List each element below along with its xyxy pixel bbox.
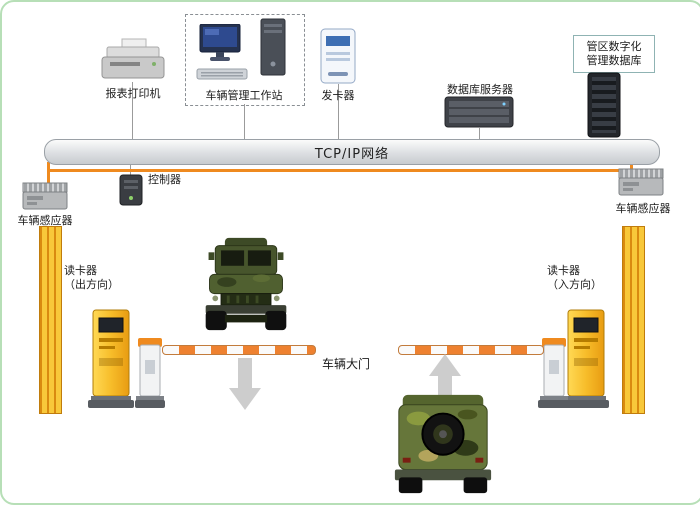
db-server-icon	[444, 96, 514, 128]
vehicle-sensor-left-label: 车辆感应器	[17, 214, 73, 227]
printer-icon	[101, 38, 165, 79]
exit-direction-arrow-shaft	[238, 358, 252, 388]
exit-kiosk-base	[88, 400, 134, 408]
entry-post-base	[538, 400, 568, 408]
district-db-label-line2: 管理数据库	[586, 54, 642, 67]
district-db-label-box: 管区数字化 管理数据库	[573, 35, 655, 73]
printer-label: 报表打印机	[105, 87, 161, 100]
server-rack-icon	[587, 72, 621, 138]
controller-icon	[119, 174, 143, 206]
db-server-link-line	[479, 128, 480, 139]
exit-direction-arrow-icon	[229, 388, 261, 410]
card-reader-exit-label: 读卡器 （出方向）	[64, 264, 136, 293]
barrier-post-left-icon	[136, 338, 164, 402]
card-reader-exit-label-line2: （出方向）	[64, 278, 119, 292]
left-wall	[39, 226, 62, 414]
entry-direction-arrow-icon	[429, 354, 461, 376]
card-issuer-link-line	[338, 84, 339, 139]
field-bus-left-drop	[47, 162, 50, 186]
tcpip-network-bar: TCP/IP网络	[44, 139, 660, 165]
workstation-link-line	[244, 104, 245, 139]
barrier-arm-left	[162, 345, 316, 355]
card-issuer-icon	[320, 28, 356, 84]
entry-kiosk-base	[563, 400, 609, 408]
card-reader-entry-label-line2: （入方向）	[547, 278, 602, 292]
db-server-label: 数据库服务器	[447, 83, 513, 96]
district-db-label-line1: 管区数字化	[586, 39, 642, 53]
barrier-post-right-icon	[540, 338, 568, 402]
card-reader-entry-label-line1: 读卡器	[547, 264, 580, 277]
right-wall	[622, 226, 645, 414]
vehicle-gate-label: 车辆大门	[321, 357, 370, 371]
controller-label: 控制器	[148, 173, 181, 186]
card-issuer-label: 发卡器	[321, 89, 355, 102]
card-reader-exit-label-line1: 读卡器	[64, 264, 97, 277]
vehicle-sensor-left-icon	[22, 182, 68, 210]
workstation-group-box	[185, 14, 305, 106]
card-reader-entry-label: 读卡器 （入方向）	[547, 264, 619, 293]
card-reader-exit-kiosk-icon	[91, 309, 131, 401]
field-bus-horizontal-line	[47, 169, 633, 172]
exiting-military-vehicle-image	[205, 237, 287, 331]
printer-link-line	[132, 82, 133, 139]
tcpip-network-label: TCP/IP网络	[314, 146, 390, 162]
entering-military-vehicle-image	[394, 394, 492, 494]
keyboard-icon	[196, 68, 248, 80]
exit-post-base	[135, 400, 165, 408]
vehicle-sensor-right-icon	[618, 168, 664, 196]
vehicle-sensor-right-label: 车辆感应器	[615, 202, 671, 215]
computer-tower-icon	[260, 18, 286, 76]
barrier-arm-right	[398, 345, 544, 355]
card-reader-entry-kiosk-icon	[566, 309, 606, 401]
monitor-icon	[199, 24, 241, 61]
workstation-label: 车辆管理工作站	[205, 89, 283, 102]
